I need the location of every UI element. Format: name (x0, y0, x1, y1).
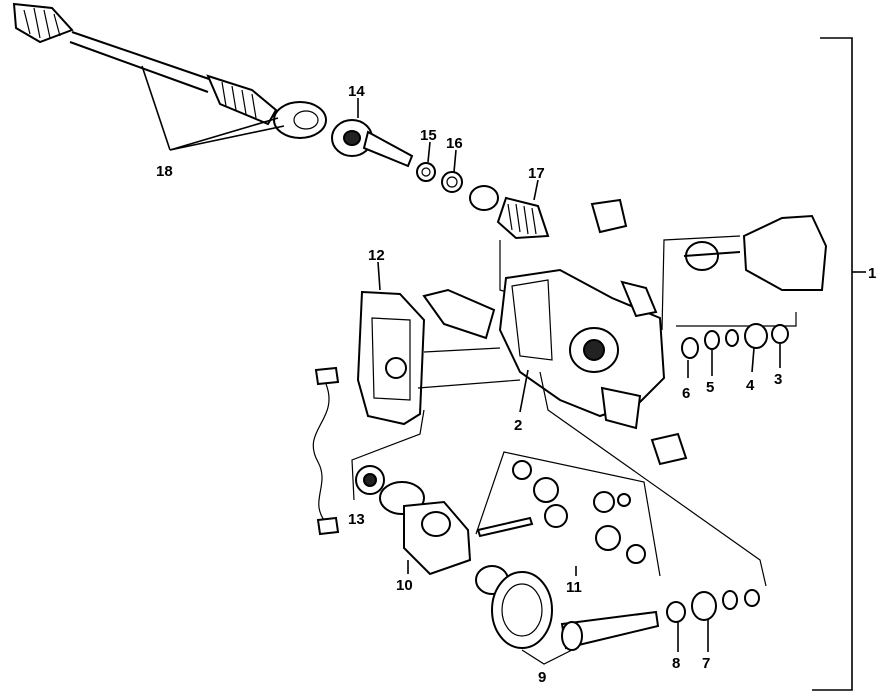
pinion-bearing-stack-part (666, 589, 760, 652)
callout-15: 15 (420, 127, 437, 144)
seal-16-part (441, 149, 463, 193)
callout-18: 18 (156, 163, 173, 180)
callout-8: 8 (672, 655, 680, 672)
axle-shaft-part (12, 2, 327, 151)
differential-gear-kit-part (475, 451, 661, 577)
callout-14: 14 (348, 83, 365, 100)
differential-cover-part (356, 261, 521, 426)
bushing-lower-part (650, 432, 688, 466)
assembly-bracket (812, 37, 866, 691)
speed-sensor-harness-part (312, 366, 340, 536)
callout-16: 16 (446, 135, 463, 152)
seal-15-part (416, 141, 436, 182)
mount-bracket-part (661, 214, 828, 331)
callout-3: 3 (774, 371, 782, 388)
side-shaft-part (422, 288, 496, 340)
bearing-stack-part (676, 312, 797, 359)
callout-11: 11 (566, 579, 582, 596)
callout-5: 5 (706, 379, 714, 396)
ring-and-pinion-part (475, 565, 660, 665)
callout-10: 10 (396, 577, 413, 594)
callout-12: 12 (368, 247, 385, 264)
callout-2: 2 (514, 417, 522, 434)
carrier-case-part (379, 481, 472, 576)
leader-lines (687, 344, 781, 378)
callout-1: 1 (868, 265, 876, 282)
callout-9: 9 (538, 669, 546, 686)
callout-13: 13 (348, 511, 365, 528)
callout-4: 4 (746, 377, 755, 394)
side-bearing-13-part (351, 409, 425, 501)
bearing-17-part (496, 179, 550, 297)
bushing-upper-part (590, 198, 628, 234)
callout-17: 17 (528, 165, 545, 182)
callout-7: 7 (702, 655, 710, 672)
differential-housing-part (498, 268, 767, 587)
pinion-flange-part (331, 98, 414, 168)
o-ring-part (469, 185, 499, 211)
callout-6: 6 (682, 385, 690, 402)
